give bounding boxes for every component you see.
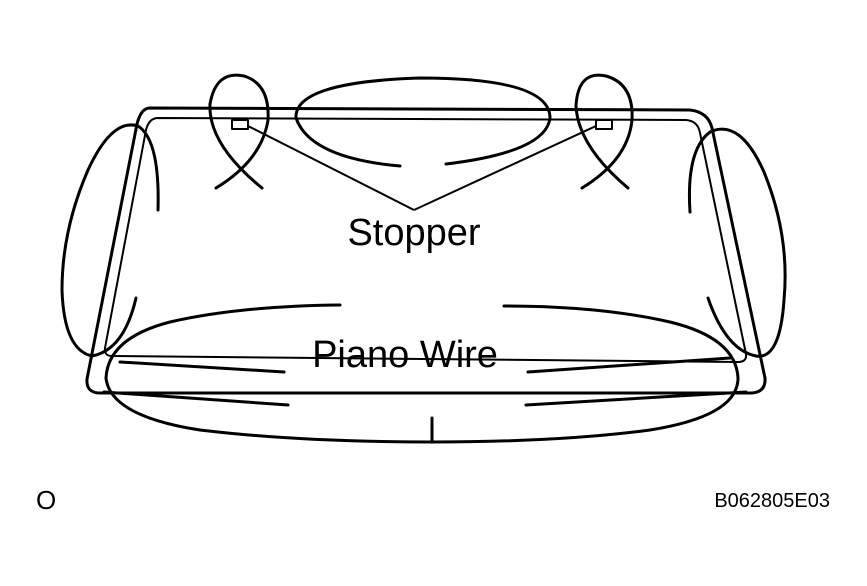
- piano-wire-top-right-loop: [574, 73, 634, 190]
- piano-wire-top-center-loop: [294, 76, 552, 168]
- windshield-glass-outer: [85, 106, 767, 395]
- stopper-leader-left: [247, 125, 415, 211]
- stopper-leader-right: [413, 125, 597, 211]
- piano-wire-top-left-loop: [208, 73, 270, 190]
- figure-code: B062805E03: [714, 490, 830, 512]
- piano-wire-strand-right-lower: [524, 390, 748, 407]
- piano-wire-strand-right-upper: [526, 356, 732, 374]
- stopper-right-marker: [595, 119, 613, 130]
- windshield-glass-inner: [103, 117, 748, 363]
- piano-wire-strand-left-upper: [118, 360, 286, 374]
- piano-wire-left-loop: [60, 123, 160, 358]
- stopper-label: Stopper: [347, 212, 480, 254]
- piano-wire-label: Piano Wire: [312, 334, 498, 376]
- orientation-mark: O: [36, 485, 56, 515]
- stopper-left-marker: [231, 119, 249, 130]
- piano-wire-strand-left-lower: [102, 390, 290, 407]
- piano-wire-right-loop: [687, 127, 787, 358]
